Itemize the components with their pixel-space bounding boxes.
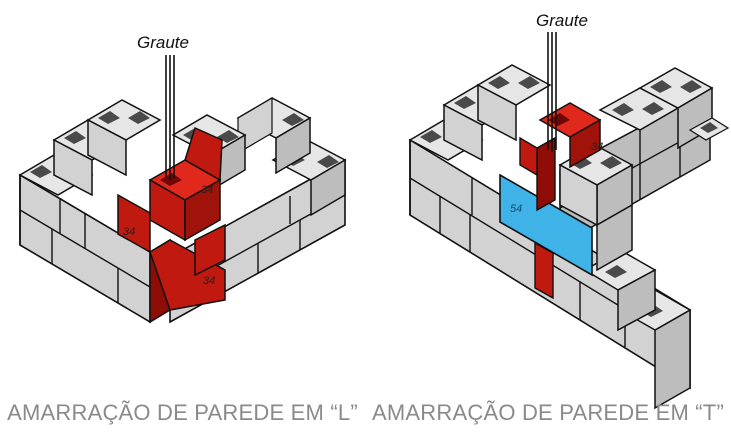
t-graute-label: Graute (536, 11, 588, 30)
l-block-code-1: 34 (201, 184, 213, 196)
l-graute-pipes (165, 55, 175, 180)
t-block-code-1: 54 (510, 203, 522, 215)
caption-t-wall: AMARRAÇÃO DE PAREDE EM “T” (372, 400, 724, 425)
l-wall-left-wing (18, 99, 162, 324)
t-wall-branch-wall (558, 67, 730, 272)
caption-l-wall: AMARRAÇÃO DE PAREDE EM “L” (7, 400, 358, 425)
t-block-code-2: 34 (591, 141, 603, 153)
t-graute-pipes (547, 32, 557, 152)
t-wall-drawing (408, 32, 730, 410)
l-block-code-2: 34 (123, 226, 135, 238)
l-wall-drawing (18, 55, 347, 324)
l-graute-label: Graute (137, 33, 189, 52)
t-wall-grout-column (499, 102, 602, 300)
l-block-code-3: 34 (203, 275, 215, 287)
l-wall-grout-column (117, 126, 226, 324)
